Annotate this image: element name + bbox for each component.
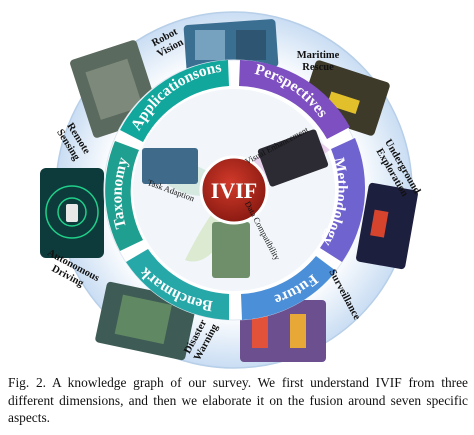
svg-text:Taxonomy: Taxonomy bbox=[109, 155, 132, 231]
task-adaption-image bbox=[142, 148, 198, 184]
segment-perspectives bbox=[239, 60, 350, 139]
segment-benchmark bbox=[126, 249, 229, 320]
knowledge-graph-figure: IVIF Applicationsons Perspectives Method… bbox=[40, 11, 422, 369]
dimension-label-taxonomy: Taxonomy bbox=[109, 155, 132, 231]
segment-future bbox=[241, 256, 336, 320]
figure-caption: Fig. 2. A knowledge graph of our survey.… bbox=[8, 375, 468, 425]
ivif-hub bbox=[199, 155, 269, 225]
hub-label: IVIF bbox=[211, 178, 257, 203]
segment-applications bbox=[120, 60, 229, 142]
app-label-line: Rescue bbox=[302, 62, 334, 73]
visual-enhancement-image bbox=[257, 129, 329, 187]
segment-taxonomy bbox=[105, 141, 143, 251]
app-label-line: Maritime bbox=[297, 50, 340, 61]
data-compatibility-image bbox=[212, 222, 250, 278]
dimension-ring bbox=[105, 60, 366, 320]
segment-methodology bbox=[320, 138, 366, 262]
underground-exploration-image bbox=[356, 182, 418, 270]
application-images bbox=[40, 19, 418, 362]
